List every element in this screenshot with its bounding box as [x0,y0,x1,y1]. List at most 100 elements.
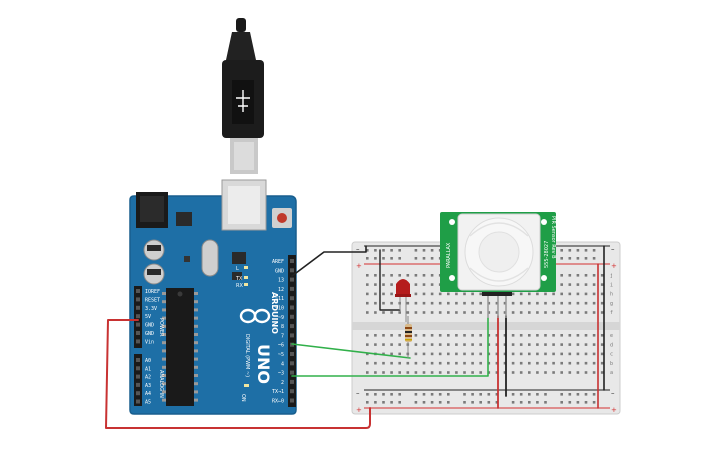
breadboard-hole[interactable] [414,301,418,305]
breadboard-hole[interactable] [544,301,547,305]
breadboard-hole[interactable] [374,371,377,374]
breadboard-hole[interactable] [382,274,385,277]
breadboard-hole[interactable] [414,283,418,286]
breadboard-hole[interactable] [422,401,426,404]
breadboard-hole[interactable] [422,292,426,296]
breadboard-hole[interactable] [455,292,458,296]
breadboard-hole[interactable] [390,393,393,396]
breadboard-hole[interactable] [447,301,450,305]
breadboard-hole[interactable] [584,361,588,365]
breadboard-hole[interactable] [592,301,596,305]
breadboard-hole[interactable] [366,343,369,346]
breadboard-hole[interactable] [568,249,572,252]
breadboard-hole[interactable] [560,352,563,356]
breadboard-hole[interactable] [536,301,539,305]
breadboard-hole[interactable] [503,311,507,314]
breadboard-hole[interactable] [568,301,572,305]
breadboard-hole[interactable] [568,343,572,346]
breadboard-hole[interactable] [438,352,442,356]
breadboard-hole[interactable] [471,352,474,356]
breadboard-hole[interactable] [592,371,596,374]
breadboard-hole[interactable] [455,301,458,305]
breadboard-hole[interactable] [576,401,580,404]
breadboard-hole[interactable] [422,361,426,365]
breadboard-hole[interactable] [382,393,385,396]
breadboard-hole[interactable] [592,361,596,365]
breadboard-hole[interactable] [366,352,369,356]
breadboard-hole[interactable] [568,334,572,337]
breadboard-hole[interactable] [390,401,393,404]
breadboard-hole[interactable] [422,274,426,277]
digital-pin-socket[interactable] [290,398,294,403]
breadboard-hole[interactable] [544,401,547,404]
breadboard-hole[interactable] [495,401,499,404]
breadboard-hole[interactable] [600,292,604,296]
breadboard-hole[interactable] [544,352,547,356]
breadboard-hole[interactable] [430,292,434,296]
breadboard-hole[interactable] [544,311,547,314]
breadboard-hole[interactable] [576,257,580,260]
breadboard-hole[interactable] [382,361,385,365]
breadboard-hole[interactable] [398,311,401,314]
analog-pin-socket[interactable] [136,391,140,396]
breadboard-hole[interactable] [503,301,507,305]
breadboard-hole[interactable] [398,343,401,346]
breadboard-hole[interactable] [528,343,531,346]
breadboard-hole[interactable] [495,393,499,396]
breadboard-hole[interactable] [366,257,369,260]
breadboard-hole[interactable] [560,393,563,396]
power-pin-socket[interactable] [136,322,140,327]
breadboard-hole[interactable] [584,311,588,314]
digital-pin-socket[interactable] [290,379,294,384]
breadboard-hole[interactable] [479,311,482,314]
breadboard-hole[interactable] [560,274,563,277]
breadboard-hole[interactable] [463,311,466,314]
breadboard-hole[interactable] [592,334,596,337]
digital-pin-socket[interactable] [290,268,294,273]
breadboard-hole[interactable] [447,371,450,374]
breadboard-hole[interactable] [438,334,442,337]
breadboard-hole[interactable] [374,343,377,346]
breadboard-hole[interactable] [463,371,466,374]
breadboard-hole[interactable] [471,401,474,404]
breadboard-hole[interactable] [430,249,434,252]
breadboard-hole[interactable] [422,257,426,260]
breadboard-hole[interactable] [511,311,515,314]
digital-pin-socket[interactable] [290,259,294,263]
breadboard-hole[interactable] [568,371,572,374]
breadboard-hole[interactable] [455,343,458,346]
breadboard-hole[interactable] [511,371,515,374]
breadboard-hole[interactable] [479,334,482,337]
analog-pin-socket[interactable] [136,366,140,371]
breadboard-hole[interactable] [414,343,418,346]
breadboard-hole[interactable] [414,401,418,404]
breadboard-hole[interactable] [495,301,499,305]
breadboard-hole[interactable] [430,393,434,396]
digital-pin-socket[interactable] [290,361,294,366]
breadboard-hole[interactable] [544,361,547,365]
breadboard-hole[interactable] [568,283,572,286]
breadboard-hole[interactable] [447,352,450,356]
breadboard-hole[interactable] [519,401,523,404]
digital-pin-socket[interactable] [290,296,294,301]
breadboard-hole[interactable] [382,283,385,286]
breadboard-hole[interactable] [600,361,604,365]
breadboard-hole[interactable] [471,311,474,314]
power-pin-socket[interactable] [136,314,140,319]
breadboard-hole[interactable] [406,301,410,305]
breadboard-hole[interactable] [576,274,580,277]
breadboard-hole[interactable] [552,301,555,305]
breadboard-hole[interactable] [560,283,563,286]
breadboard-hole[interactable] [414,292,418,296]
breadboard-hole[interactable] [390,301,393,305]
breadboard-hole[interactable] [568,401,572,404]
power-pin-socket[interactable] [136,305,140,310]
breadboard-hole[interactable] [511,301,515,305]
breadboard-hole[interactable] [576,343,580,346]
power-pin-socket[interactable] [136,339,140,344]
breadboard-hole[interactable] [536,311,539,314]
breadboard-hole[interactable] [366,249,369,252]
breadboard-hole[interactable] [560,249,563,252]
digital-pin-socket[interactable] [290,314,294,319]
breadboard-hole[interactable] [366,393,369,396]
